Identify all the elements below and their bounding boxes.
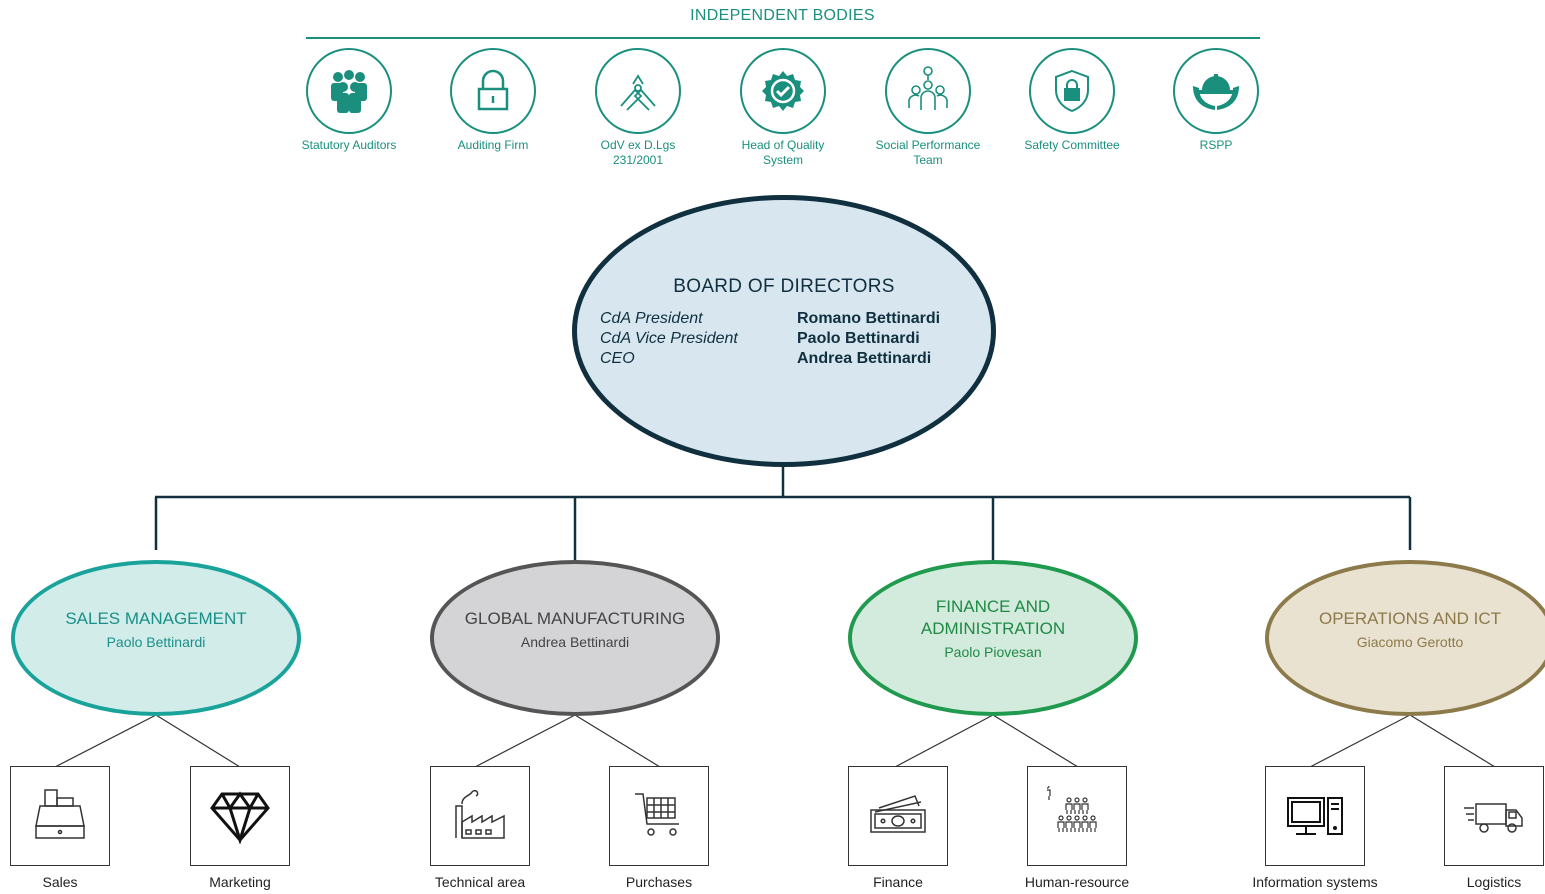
independent-body-label-text: OdV ex D.Lgs 231/2001	[600, 138, 676, 167]
department-head: Paolo Bettinardi	[106, 634, 206, 650]
unit-label: Purchases	[625, 874, 693, 890]
operations-ict-text: OPERATIONS AND ICT Giacomo Gerotto	[1265, 608, 1545, 650]
banknotes-icon	[870, 795, 926, 833]
board-role: CdA Vice President	[600, 330, 738, 347]
independent-body-label: OdV ex D.Lgs 231/2001	[578, 138, 698, 168]
board-row: CdA President Romano Bettinardi	[600, 310, 980, 330]
independent-bodies-title: INDEPENDENT BODIES	[690, 7, 875, 24]
unit-connectors	[54, 714, 1496, 768]
department-title-line2: ADMINISTRATION	[920, 619, 1066, 638]
independent-body-odv: OdV ex D.Lgs 231/2001	[578, 48, 698, 168]
board-title: BOARD OF DIRECTORS	[673, 276, 895, 297]
independent-body-label: Social Performance Team	[875, 138, 981, 167]
sales-unit-box	[10, 766, 110, 866]
unit-label: Sales	[42, 874, 78, 890]
quality-badge-check-icon	[740, 48, 826, 134]
department-head: Andrea Bettinardi	[520, 634, 630, 650]
helmet-in-hands-icon	[1173, 48, 1259, 134]
board-row: CEO Andrea Bettinardi	[600, 350, 980, 370]
diamond-icon	[210, 791, 270, 844]
independent-body-social-performance: Social Performance Team	[868, 48, 988, 168]
padlock-icon	[450, 48, 536, 134]
independent-body-auditing-firm: Auditing Firm	[433, 48, 553, 153]
human-resource-unit-box	[1027, 766, 1127, 866]
unit-label: Marketing	[209, 874, 271, 890]
board-of-directors-ellipse	[572, 195, 996, 467]
unit-label: Finance	[873, 874, 923, 890]
independent-body-rspp: RSPP	[1156, 48, 1276, 153]
logistics-unit-box	[1444, 766, 1544, 866]
information-systems-unit-box	[1265, 766, 1365, 866]
factory-icon	[455, 789, 505, 839]
department-title: OPERATIONS AND ICT	[1319, 609, 1501, 628]
team-network-icon	[885, 48, 971, 134]
operations-ict-ellipse	[1265, 560, 1545, 716]
shopping-cart-icon	[635, 793, 679, 836]
independent-body-label: RSPP	[1199, 138, 1233, 152]
department-head: Giacomo Gerotto	[1356, 634, 1464, 650]
global-manufacturing-text: GLOBAL MANUFACTURING Andrea Bettinardi	[430, 608, 720, 650]
department-title: SALES MANAGEMENT	[65, 609, 247, 628]
finance-administration-ellipse	[848, 560, 1138, 716]
finance-unit-box	[848, 766, 948, 866]
board-role: CdA President	[600, 310, 703, 327]
global-manufacturing-ellipse	[430, 560, 720, 716]
board-role: CEO	[600, 350, 635, 367]
purchases-unit-box	[609, 766, 709, 866]
unit-label: Logistics	[1466, 874, 1522, 890]
independent-body-safety-committee: Safety Committee	[1012, 48, 1132, 153]
finance-administration-text: FINANCE AND ADMINISTRATION Paolo Piovesa…	[848, 596, 1138, 660]
delivery-truck-icon	[1464, 803, 1523, 833]
cash-register-icon	[35, 789, 85, 839]
sales-management-text: SALES MANAGEMENT Paolo Bettinardi	[11, 608, 301, 650]
sales-management-ellipse	[11, 560, 301, 716]
department-head: Paolo Piovesan	[944, 644, 1042, 660]
board-member: Paolo Bettinardi	[797, 330, 920, 347]
department-title: GLOBAL MANUFACTURING	[464, 609, 686, 628]
independent-body-label: Auditing Firm	[457, 138, 529, 152]
independent-body-label: Statutory Auditors	[301, 138, 397, 152]
technical-area-unit-box	[430, 766, 530, 866]
unit-label: Human-resource	[1024, 874, 1130, 890]
marketing-unit-box	[190, 766, 290, 866]
independent-body-quality: Head of Quality System	[723, 48, 843, 168]
joined-hands-icon	[595, 48, 681, 134]
group-of-people-icon	[306, 48, 392, 134]
board-member: Romano Bettinardi	[797, 310, 941, 327]
board-row: CdA Vice President Paolo Bettinardi	[600, 330, 980, 350]
unit-label: Information systems	[1252, 874, 1378, 890]
independent-body-label: Safety Committee	[1024, 138, 1120, 152]
department-title-line1: FINANCE AND	[935, 597, 1051, 616]
independent-body-statutory-auditors: Statutory Auditors	[289, 48, 409, 153]
people-crowd-icon	[1047, 786, 1097, 833]
computer-icon	[1287, 797, 1343, 835]
board-member: Andrea Bettinardi	[797, 350, 932, 367]
unit-label: Technical area	[434, 874, 526, 890]
independent-body-label: Head of Quality System	[741, 138, 825, 167]
shield-lock-icon	[1029, 48, 1115, 134]
